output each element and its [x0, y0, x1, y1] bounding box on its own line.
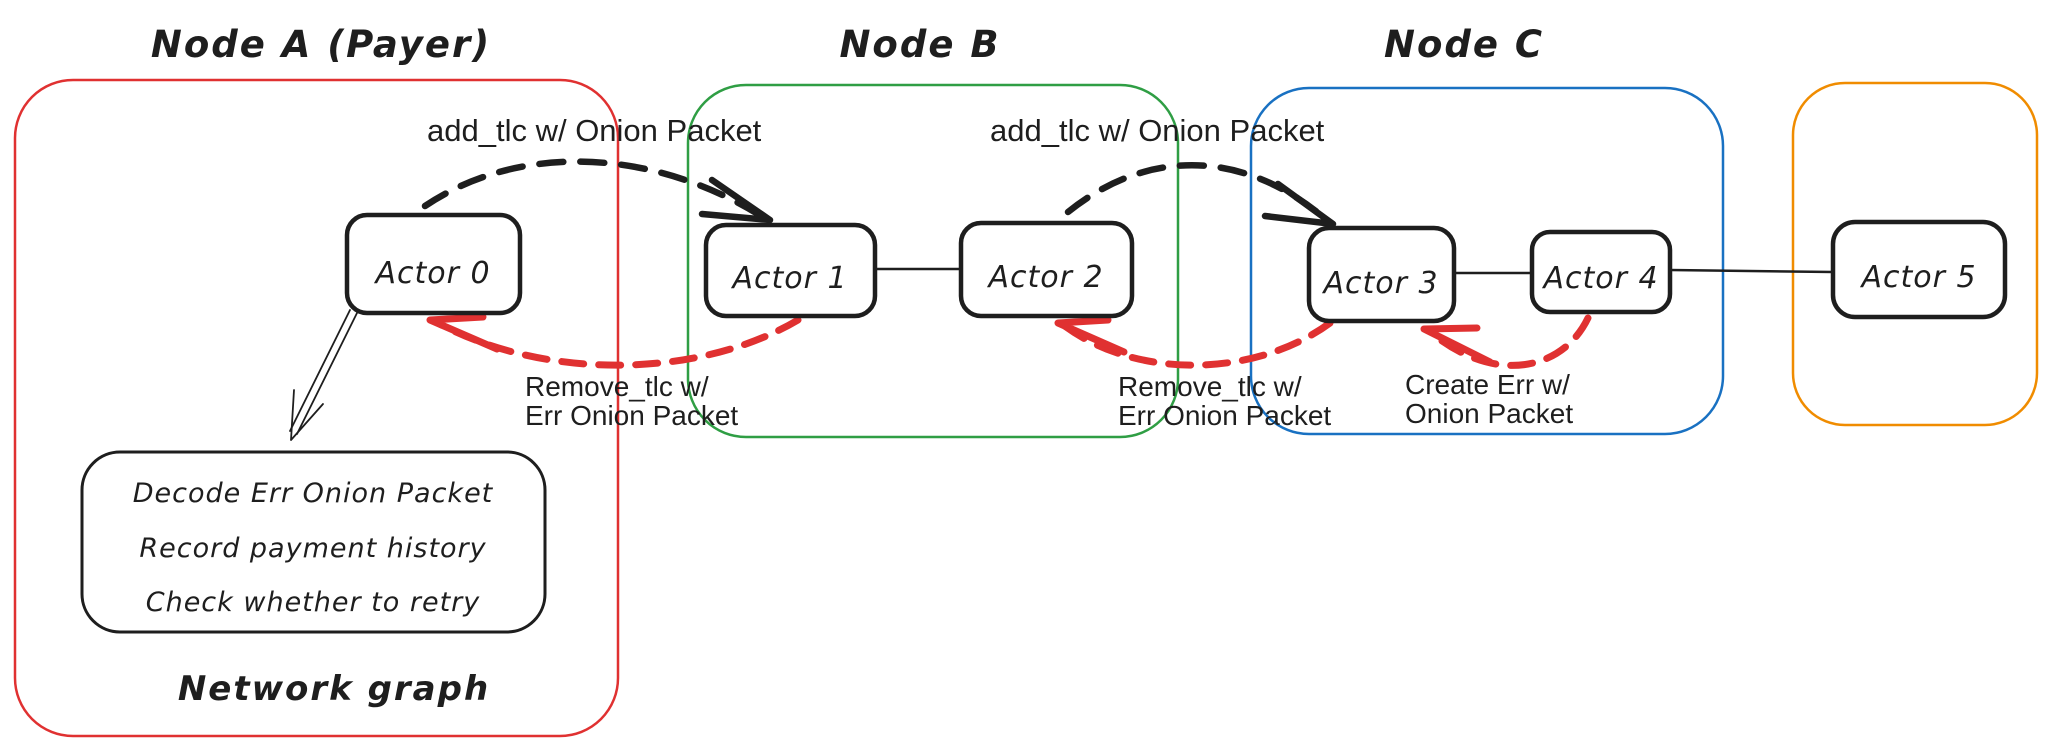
remove-tlc-arrow-b-to-a [426, 313, 802, 369]
add-tlc-label-b-to-c: add_tlc w/ Onion Packet [990, 113, 1325, 148]
add-tlc-label-a-to-b: add_tlc w/ Onion Packet [427, 113, 762, 148]
create-err-label-line2: Onion Packet [1405, 398, 1573, 429]
network-graph-box [80, 450, 547, 634]
remove-tlc-arrow-c-to-b [1054, 316, 1334, 369]
actor-5-box [1830, 219, 2008, 320]
node-c-rect [1249, 86, 1725, 436]
actor-3-box [1306, 225, 1457, 324]
node-c-title: Node C [1384, 23, 1544, 66]
actor-0-box [344, 212, 523, 316]
remove-tlc-label-b-to-a-line1: Remove_tlc w/ [525, 371, 709, 402]
network-graph-step-3: Check whether to retry [146, 587, 481, 618]
create-err-arrow-4-to-3 [1420, 314, 1592, 369]
node-a-title: Node A (Payer) [151, 23, 491, 66]
actor-5-label: Actor 5 [1859, 260, 1976, 295]
node-d-rect [1791, 81, 2039, 427]
actor-4-box [1529, 229, 1673, 315]
actor-2-label: Actor 2 [986, 260, 1103, 295]
actor-0-label: Actor 0 [373, 256, 490, 291]
actor-2-box [958, 220, 1135, 319]
network-graph-label: Network graph [178, 669, 490, 709]
actor-4-label: Actor 4 [1541, 261, 1658, 296]
node-a-rect [13, 78, 620, 738]
node-b-rect [686, 83, 1180, 439]
network-graph-step-2: Record payment history [139, 533, 486, 564]
add-tlc-arrow-a-to-b [421, 158, 774, 224]
node-b-title: Node B [839, 23, 1000, 66]
remove-tlc-label-c-to-b-line2: Err Onion Packet [1118, 400, 1331, 431]
decode-arrow-actor0-to-network-graph [289, 309, 358, 441]
create-err-label-line1: Create Err w/ [1405, 369, 1570, 400]
remove-tlc-label-b-to-a-line2: Err Onion Packet [525, 400, 738, 431]
actor-1-box [703, 222, 878, 319]
network-graph-step-1: Decode Err Onion Packet [133, 478, 494, 509]
add-tlc-arrow-b-to-c [1064, 162, 1337, 228]
actor-1-label: Actor 1 [730, 261, 847, 296]
link-actor4-actor5 [1669, 268, 1834, 274]
remove-tlc-label-c-to-b-line1: Remove_tlc w/ [1118, 371, 1302, 402]
actor-3-label: Actor 3 [1321, 266, 1438, 301]
